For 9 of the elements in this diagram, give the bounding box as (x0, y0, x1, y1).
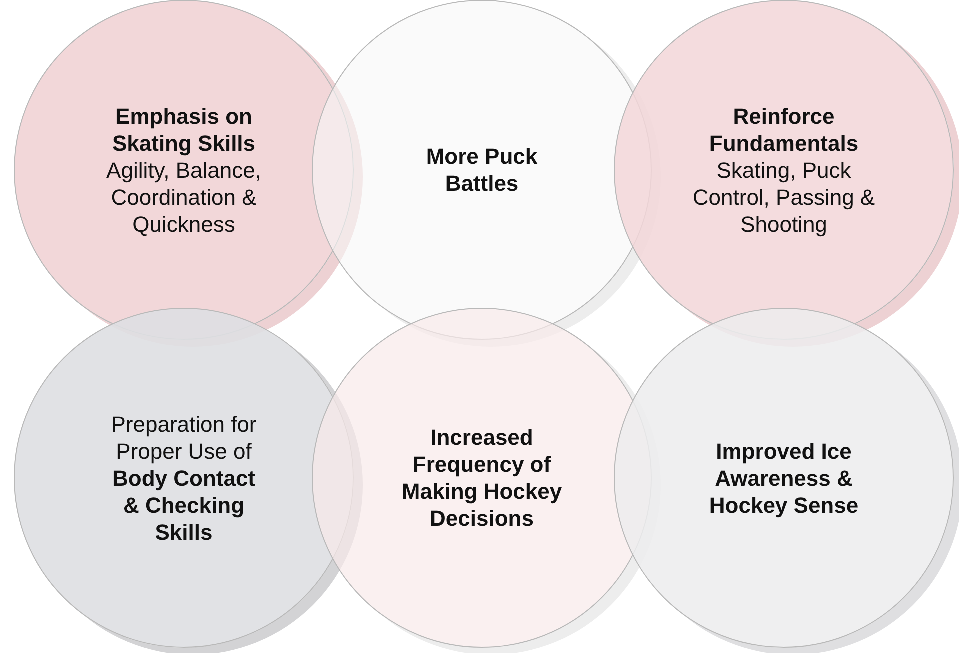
circle-heading: More Puck Battles (425, 143, 539, 197)
circle-heading: Reinforce Fundamentals (708, 102, 860, 156)
circle-text: Preparation for Proper Use of (110, 410, 258, 464)
circle-heading: Improved Ice Awareness & Hockey Sense (708, 438, 860, 518)
circle-text: Agility, Balance, Coordination & Quickness (106, 156, 262, 238)
circle-heading: Increased Frequency of Making Hockey Decisions (400, 424, 564, 532)
circle-heading: Emphasis on Skating Skills (111, 102, 257, 156)
circle-heading: Body Contact & Checking Skills (112, 464, 256, 546)
circle-text: Skating, Puck Control, Passing & Shooting (692, 156, 876, 238)
